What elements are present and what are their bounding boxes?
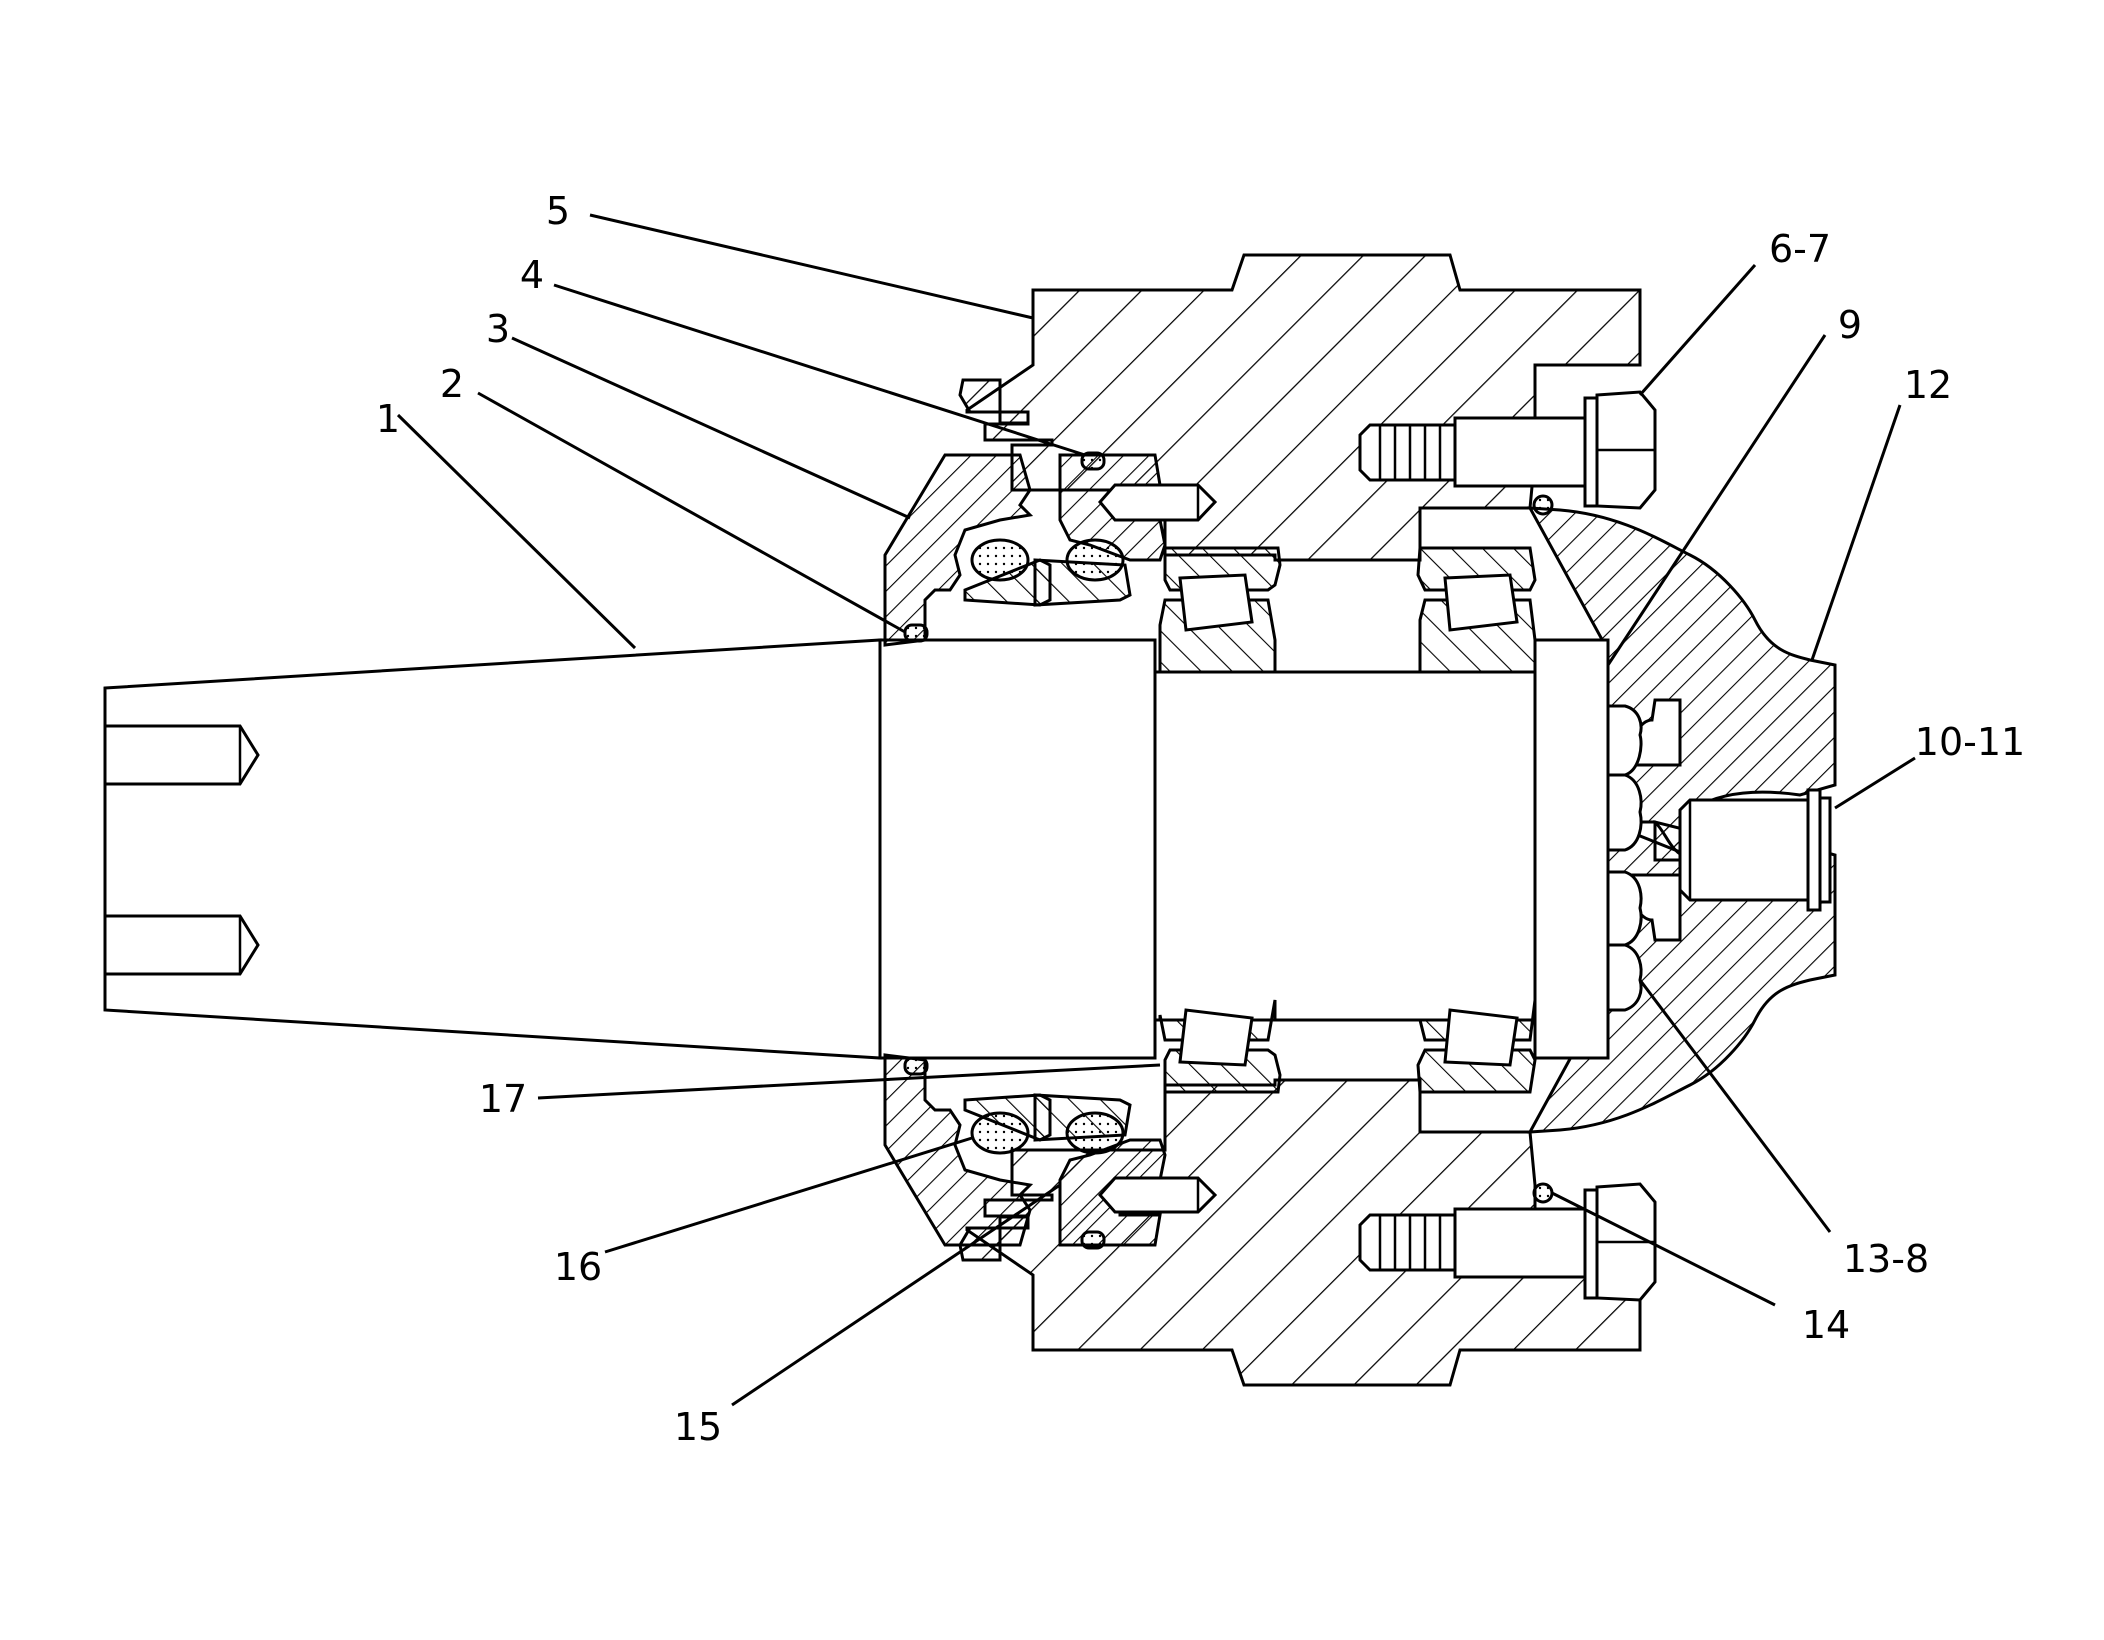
- leader-2: [477, 391, 906, 634]
- leader-1011: [1834, 756, 1916, 810]
- callout-9: 9: [1838, 303, 1862, 347]
- leader-12: [1810, 404, 1902, 661]
- leader-9: [1606, 334, 1827, 666]
- dowel-pins: [1097, 483, 1218, 1214]
- cap-bolt-lower: [1358, 1182, 1657, 1302]
- spindle: [103, 638, 1157, 1060]
- callout-13-8: 13-8: [1843, 1237, 1929, 1281]
- callout-2: 2: [440, 362, 464, 406]
- o-rings: [903, 451, 1554, 1250]
- callout-3: 3: [486, 307, 510, 351]
- bearing-inboard-upper: [1158, 546, 1282, 674]
- leader-138: [1638, 979, 1832, 1233]
- callout-16: 16: [554, 1245, 602, 1289]
- leader-16: [604, 1136, 973, 1254]
- callout-14: 14: [1802, 1303, 1850, 1347]
- leader-4: [553, 283, 1086, 457]
- callout-12: 12: [1904, 363, 1952, 407]
- bearing-inboard-lower: [1158, 999, 1282, 1094]
- leader-14: [1551, 1191, 1776, 1307]
- retainer-plate: [1606, 704, 1643, 1012]
- leader-67: [1638, 264, 1757, 396]
- callout-labels: 1 2 3 4 5 6-7 9 12 10-11 13-8 14 15 16 1…: [376, 189, 2025, 1449]
- callout-4: 4: [520, 253, 544, 297]
- bearing-outboard-lower: [1416, 999, 1537, 1094]
- leader-17: [537, 1063, 1161, 1100]
- cap-bolt-upper: [1358, 390, 1657, 510]
- callout-10-11: 10-11: [1915, 720, 2025, 764]
- callout-1: 1: [376, 397, 400, 441]
- leader-15: [731, 1183, 1061, 1407]
- callout-15: 15: [674, 1405, 722, 1449]
- bearing-outboard-upper: [1416, 546, 1537, 674]
- leader-lines: [396, 213, 1916, 1407]
- callout-6-7: 6-7: [1769, 227, 1831, 271]
- toric-rings: [970, 538, 1125, 1155]
- inner-sleeve: [1153, 638, 1610, 1060]
- callout-17: 17: [479, 1077, 527, 1121]
- plug: [1678, 788, 1832, 912]
- leader-1: [396, 413, 637, 650]
- callout-5: 5: [546, 189, 570, 233]
- leader-5: [589, 213, 1034, 320]
- leader-3: [511, 336, 911, 520]
